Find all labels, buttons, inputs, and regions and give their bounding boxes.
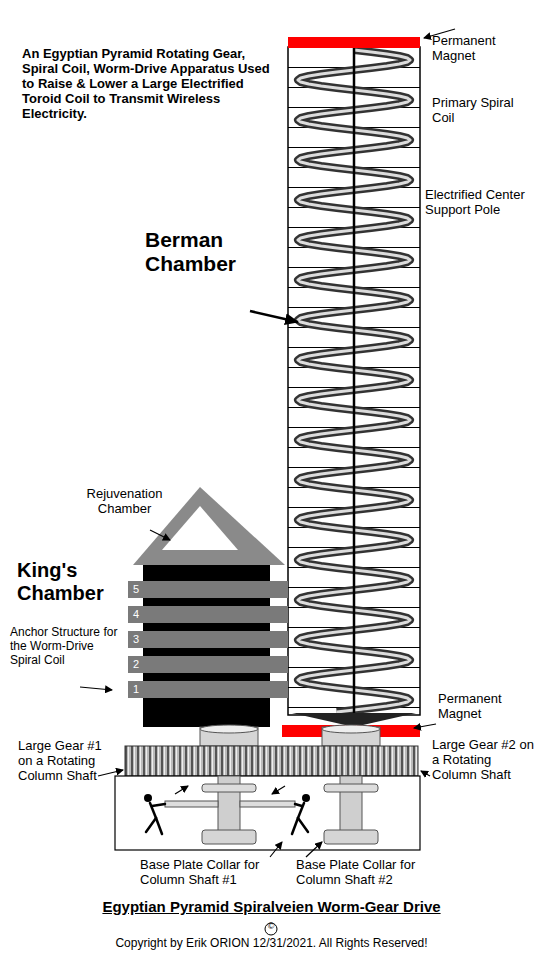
part-label: Permanent Magnet bbox=[432, 34, 527, 64]
callout-number: 3 bbox=[128, 631, 288, 648]
shaft-collar-top bbox=[200, 725, 258, 733]
callout-number: 1 bbox=[128, 681, 288, 698]
callout-number: 4 bbox=[128, 606, 288, 623]
motion-arrow bbox=[272, 786, 285, 794]
coil-column bbox=[288, 47, 420, 715]
note-text: An Egyptian Pyramid Rotating Gear, Spira… bbox=[22, 47, 284, 122]
base-plate-collar bbox=[202, 830, 256, 844]
copyright-caption: Copyright by Erik ORION 12/31/2021. All … bbox=[10, 937, 533, 951]
anchor-bar: 1 bbox=[128, 681, 288, 698]
part-label: Permanent Magnet bbox=[438, 692, 533, 722]
center-support-pole bbox=[353, 47, 356, 714]
worker-figure bbox=[144, 794, 165, 834]
shaft-hub bbox=[202, 784, 256, 792]
push-bar bbox=[165, 801, 218, 807]
anchor-bar: 5 bbox=[128, 581, 288, 598]
chamber-label: King's Chamber bbox=[17, 559, 135, 605]
part-label: Rejuvenation Chamber bbox=[72, 487, 177, 517]
shaft-hub bbox=[324, 784, 378, 792]
callout-number: 5 bbox=[128, 581, 288, 598]
part-label: Base Plate Collar for Column Shaft #1 bbox=[140, 858, 270, 888]
leader-lines bbox=[80, 29, 455, 857]
base-housing bbox=[115, 776, 420, 850]
part-label: Electrified Center Support Pole bbox=[425, 188, 537, 218]
anchor-bar: 2 bbox=[128, 656, 288, 673]
copyright-mark: © bbox=[262, 921, 280, 931]
diagram-title: Egyptian Pyramid Spiralveien Worm-Gear D… bbox=[10, 898, 533, 915]
part-label: Anchor Structure for the Worm-Drive Spir… bbox=[10, 626, 120, 667]
worker-figure bbox=[292, 794, 310, 834]
part-label: Primary Spiral Coil bbox=[432, 96, 527, 126]
gear-band bbox=[125, 746, 418, 776]
permanent-magnet bbox=[288, 37, 420, 48]
push-bar bbox=[240, 801, 295, 807]
coil-rungs bbox=[288, 47, 420, 715]
anchor-bar: 3 bbox=[128, 631, 288, 648]
motion-arrow bbox=[175, 786, 188, 794]
anchor-bar: 4 bbox=[128, 606, 288, 623]
callout-number: 2 bbox=[128, 656, 288, 673]
part-label: Large Gear #1 on a Rotating Column Shaft bbox=[18, 739, 118, 784]
base-plate-collar bbox=[324, 830, 378, 844]
rejuvenation-chamber bbox=[162, 506, 238, 550]
part-label: Base Plate Collar for Column Shaft #2 bbox=[296, 858, 431, 888]
shaft-collar-top bbox=[322, 725, 380, 733]
part-label: Large Gear #2 on a Rotating Column Shaft bbox=[432, 738, 538, 783]
chamber-label: Berman Chamber bbox=[145, 228, 265, 276]
